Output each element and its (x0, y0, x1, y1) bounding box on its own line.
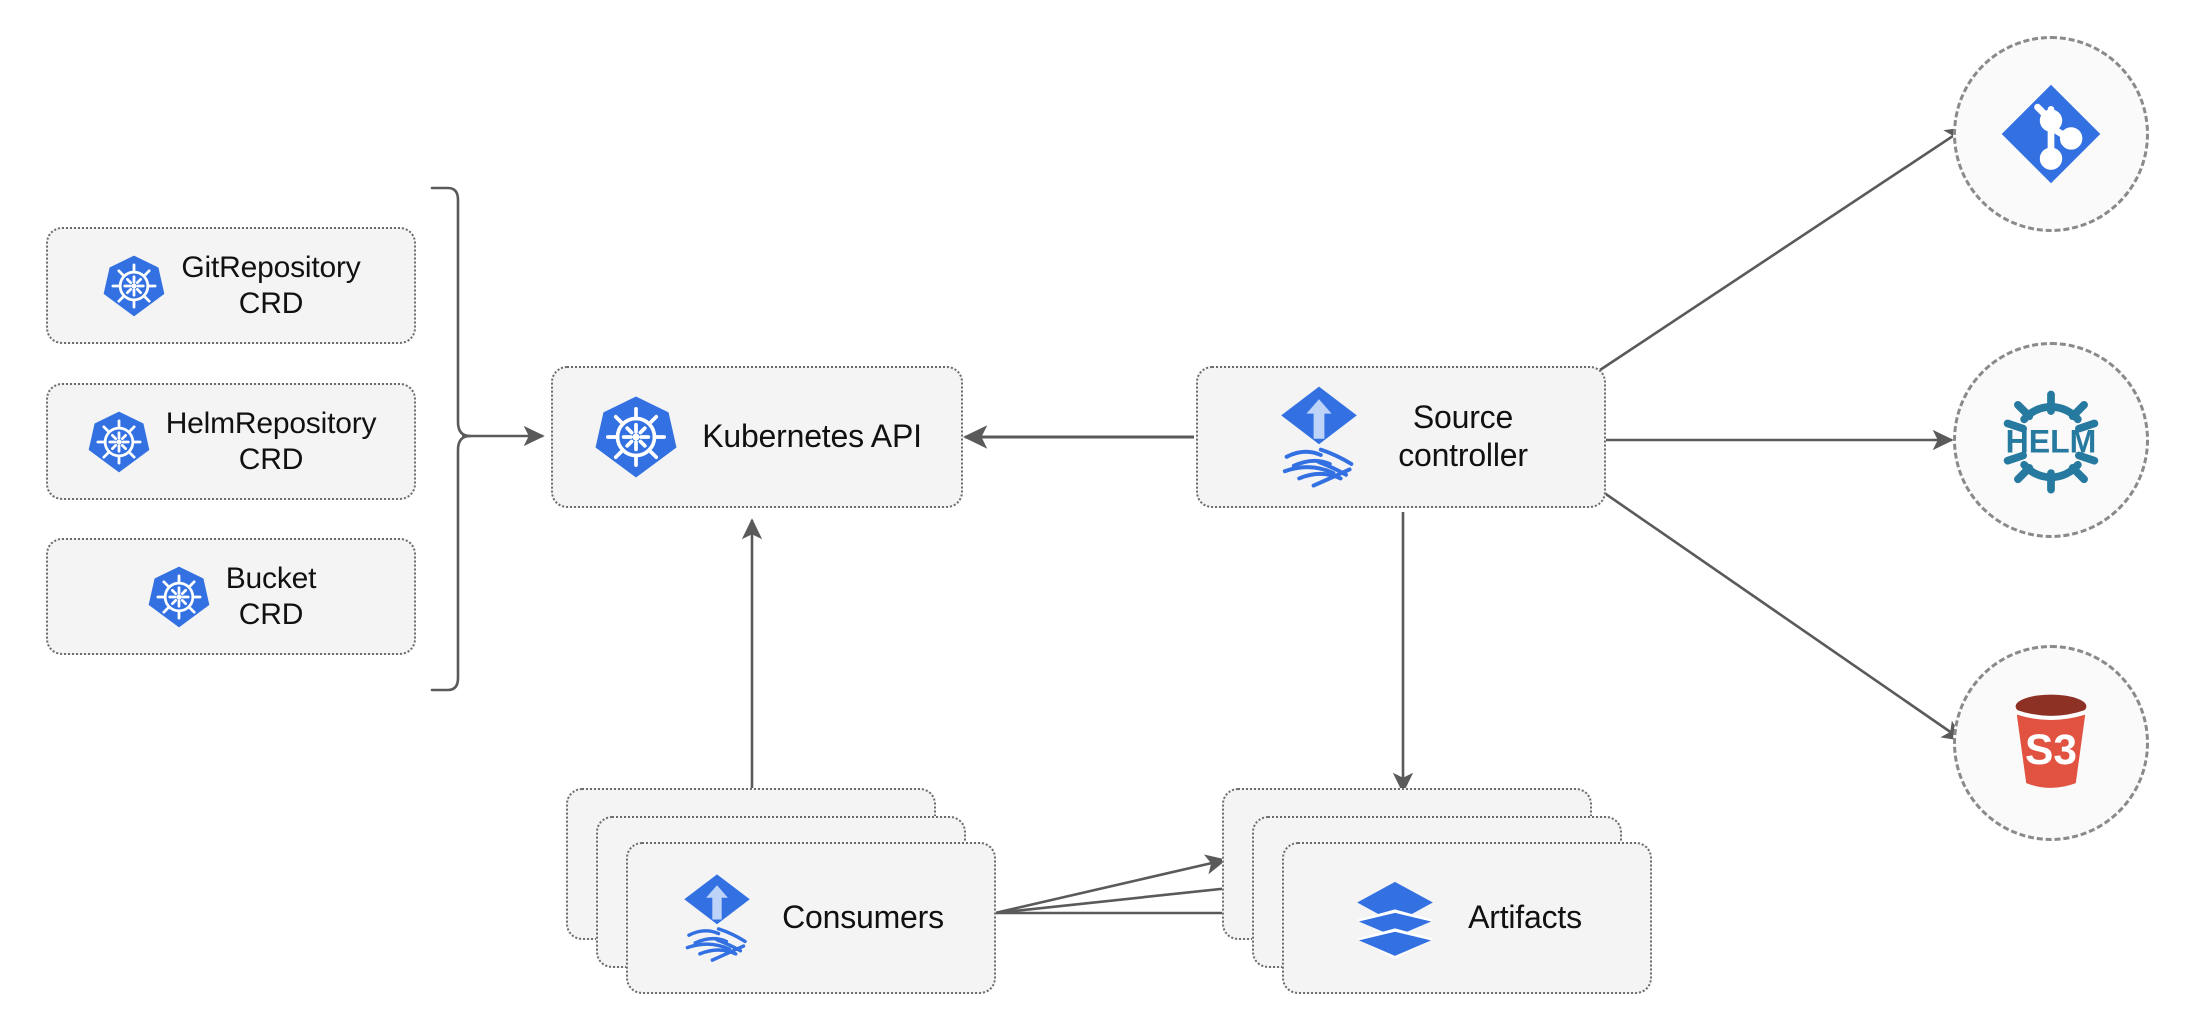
kubernetes-icon (86, 409, 152, 475)
edge-source-to-s3 (1599, 488, 1964, 742)
node-source-controller[interactable]: Source controller (1196, 366, 1606, 508)
helm-icon-label: HELM (2006, 423, 2097, 459)
node-source-controller-label: Source controller (1398, 399, 1528, 473)
crd-card-helmrepository[interactable]: HelmRepository CRD (46, 383, 416, 500)
node-consumers[interactable]: Consumers (626, 842, 996, 994)
node-consumers-label: Consumers (782, 899, 944, 936)
flux-icon (1274, 383, 1364, 491)
crd-card-gitrepository[interactable]: GitRepository CRD (46, 227, 416, 344)
endpoint-helm[interactable]: HELM (1953, 342, 2149, 538)
edge-consumers-to-artifacts-1 (994, 854, 1227, 915)
flux-icon (678, 871, 756, 965)
crd-group-bracket (430, 186, 472, 692)
git-icon (1995, 78, 2107, 190)
node-kubernetes-api-label: Kubernetes API (702, 418, 922, 455)
endpoint-git[interactable] (1953, 36, 2149, 232)
helm-icon: HELM (1989, 378, 2113, 502)
crd-card-label: Bucket CRD (225, 562, 317, 631)
kubernetes-icon (101, 253, 167, 319)
crd-card-label: HelmRepository CRD (165, 407, 377, 476)
crd-card-bucket[interactable]: Bucket CRD (46, 538, 416, 655)
edge-consumers-to-artifacts-2 (994, 876, 1260, 915)
kubernetes-icon (592, 393, 680, 481)
crd-card-label: GitRepository CRD (181, 251, 361, 320)
s3-bucket-icon: S3 (1992, 684, 2110, 802)
node-artifacts-label: Artifacts (1468, 899, 1582, 936)
node-artifacts[interactable]: Artifacts (1282, 842, 1652, 994)
node-kubernetes-api[interactable]: Kubernetes API (551, 366, 963, 508)
edge-source-to-git (1599, 126, 1967, 372)
endpoint-s3[interactable]: S3 (1953, 645, 2149, 841)
kubernetes-icon (146, 564, 212, 630)
layers-icon (1352, 875, 1438, 961)
s3-icon-label: S3 (2025, 727, 2077, 774)
